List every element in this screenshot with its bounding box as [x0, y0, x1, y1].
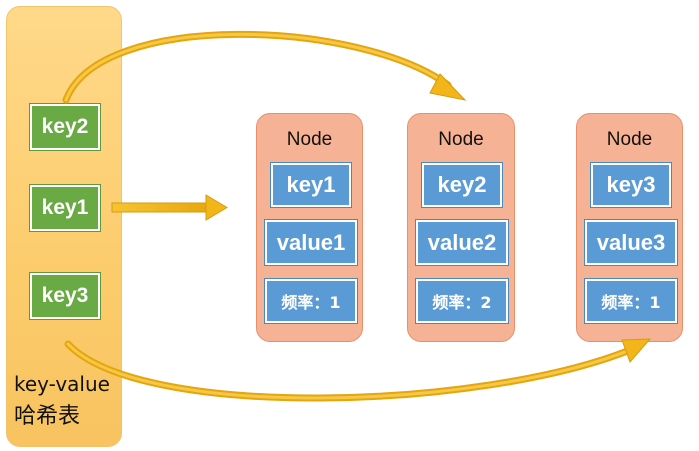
- node-2-value: value2: [416, 220, 508, 265]
- node-1-value: value1: [265, 220, 357, 265]
- node-2-frequency: 频率：2: [416, 279, 508, 323]
- node-2: Node key2 value2 频率：2: [407, 113, 515, 342]
- node-3-frequency: 频率：1: [585, 279, 677, 323]
- node-3-title: Node: [606, 129, 653, 150]
- node-1-frequency: 频率：1: [265, 279, 357, 323]
- hash-table-caption-line2: 哈希表: [14, 404, 81, 429]
- node-3-value: value3: [585, 220, 677, 265]
- node-3: Node key3 value3 频率：1: [576, 113, 683, 342]
- node-2-key: key2: [422, 163, 502, 207]
- node-1: Node key1 value1 频率：1: [256, 113, 363, 342]
- node-1-key: key1: [271, 163, 351, 207]
- node-1-title: Node: [286, 129, 333, 150]
- hash-key-key3: key3: [30, 273, 100, 319]
- arrow-key2-to-node2: [62, 30, 467, 104]
- arrow-key3-to-node3: [64, 338, 652, 402]
- hash-table-caption-line1: key-value: [14, 372, 110, 396]
- node-3-key: key3: [591, 163, 671, 207]
- hash-key-key2: key2: [30, 104, 100, 150]
- node-2-title: Node: [438, 129, 484, 150]
- hash-key-key1: key1: [30, 185, 100, 231]
- arrow-key1-to-node1: [111, 194, 228, 221]
